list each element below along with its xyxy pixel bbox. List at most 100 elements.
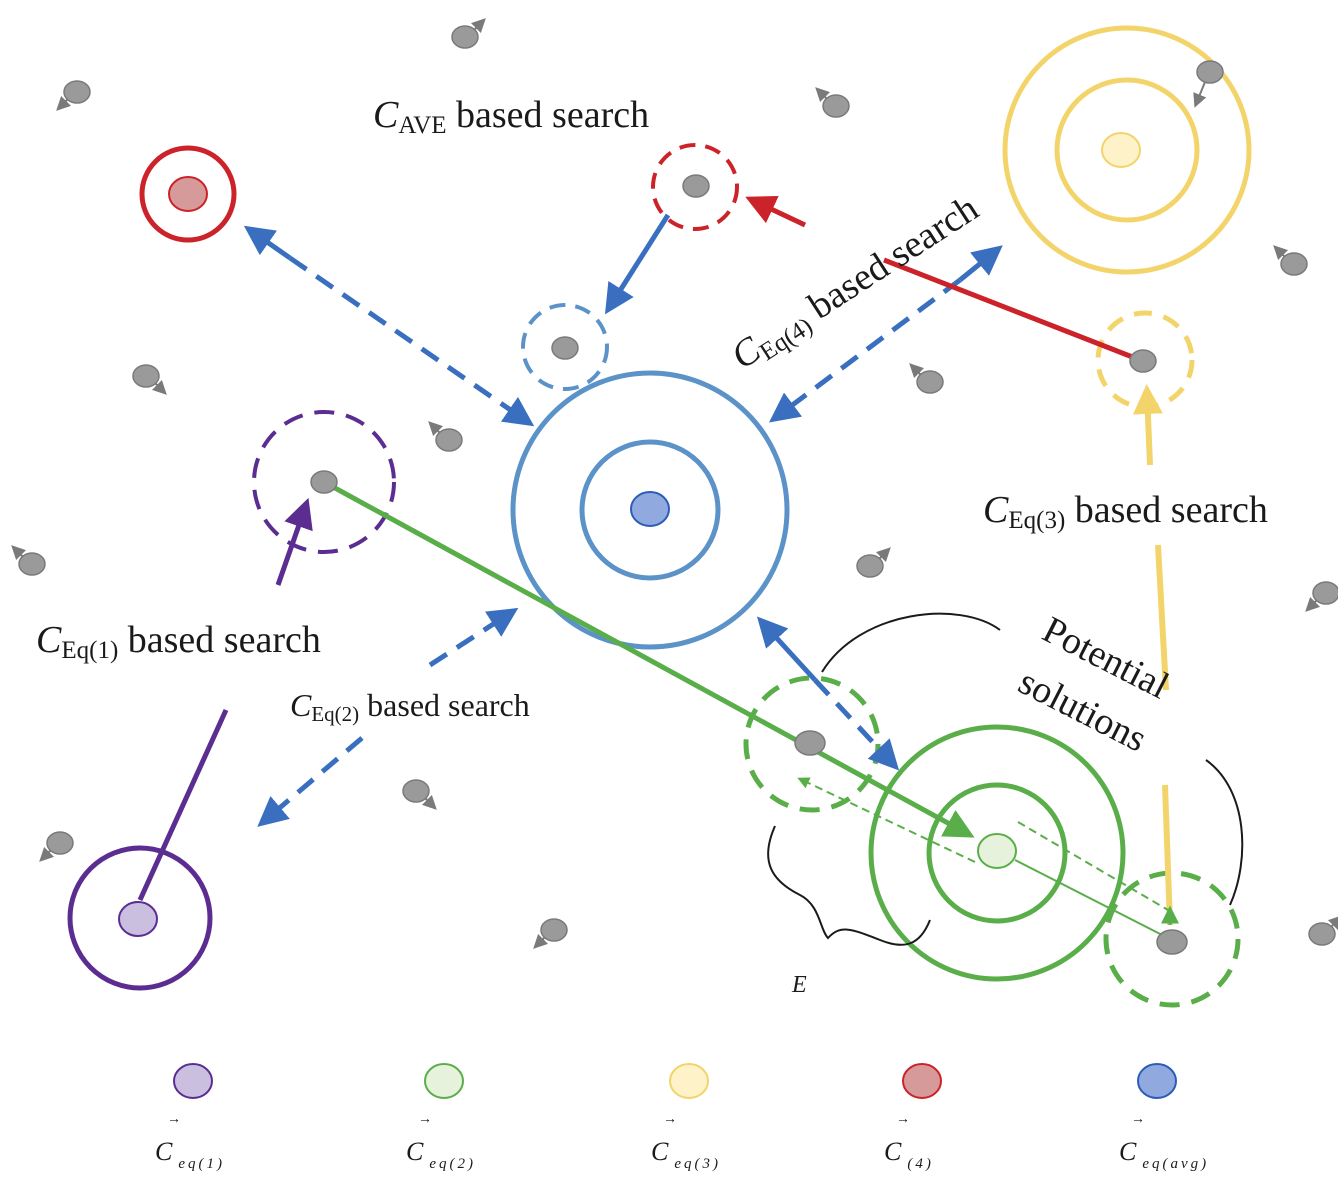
arrow-ceq1-search xyxy=(275,497,313,586)
particle-dot xyxy=(916,370,944,394)
legend-swatch xyxy=(424,1063,464,1099)
e-brace xyxy=(767,825,931,946)
ceq1-candidate xyxy=(67,708,229,991)
legend-vector-arrow: → xyxy=(1131,1112,1145,1127)
ceq2-center xyxy=(977,833,1017,869)
top-arc xyxy=(821,612,1001,673)
particle-dot xyxy=(18,552,46,576)
particle xyxy=(909,363,944,394)
cavg-inner-ring xyxy=(579,439,721,581)
yellow-line-bottom xyxy=(1162,784,1173,926)
legend-item: → C(4) xyxy=(884,1063,942,1172)
particle-dot xyxy=(1280,252,1308,276)
blue-search-circle xyxy=(521,303,609,391)
particle xyxy=(1305,581,1338,612)
arrow-to-ceq1-region xyxy=(257,736,364,827)
particle xyxy=(815,87,850,118)
arrow-ceq3-search xyxy=(1132,384,1163,466)
arrow-cavg-to-ceq3 xyxy=(958,245,1003,282)
red-line-ceq4 xyxy=(883,257,1136,361)
potential-solutions-bracket xyxy=(767,612,1244,946)
particle xyxy=(533,918,568,949)
right-arc xyxy=(1205,759,1244,906)
cavg-outer-ring xyxy=(510,370,790,650)
particle xyxy=(11,545,46,576)
green-dashed-upper xyxy=(1017,821,1169,911)
particle-dot xyxy=(1308,922,1336,946)
ceq2-search-label: CEq(2) based search xyxy=(290,687,530,726)
search-regions xyxy=(252,143,1241,1008)
search-arrows xyxy=(243,196,1179,941)
legend-vector-arrow: → xyxy=(167,1112,181,1127)
legend-swatch xyxy=(669,1063,709,1099)
ceq2-candidate xyxy=(868,724,1126,982)
purple-search-circle xyxy=(252,410,396,554)
green-dashed-lower xyxy=(797,777,976,863)
ceq3-candidate xyxy=(1002,25,1252,275)
particle xyxy=(132,364,167,395)
ceq3-search-label: CEq(3) based search xyxy=(983,489,1268,534)
particle-dot xyxy=(1312,581,1338,605)
c4-candidate xyxy=(139,145,237,243)
ceq1-ring xyxy=(67,845,213,991)
particle xyxy=(428,421,463,452)
particle-dot xyxy=(540,918,568,942)
red-search-circle xyxy=(651,143,739,231)
yellow-focus-particle xyxy=(1129,349,1157,373)
ceq2-outer-ring xyxy=(868,724,1126,982)
legend-vector-arrow: → xyxy=(896,1112,910,1127)
arrow-cavg-to-c4 xyxy=(243,225,292,261)
ceq1-connector-line xyxy=(137,708,229,902)
yellow-line-lower xyxy=(1155,544,1169,691)
particle-dot xyxy=(435,428,463,452)
green-thin-line xyxy=(1014,859,1173,941)
legend-swatch xyxy=(902,1063,942,1099)
cave-search-label: CAVE based search xyxy=(373,94,649,139)
ceq1-center xyxy=(118,901,158,937)
particle xyxy=(1308,915,1338,946)
particle xyxy=(856,547,891,578)
particle-dot xyxy=(402,779,430,803)
particle-dot xyxy=(822,94,850,118)
ceq3-outer-ring xyxy=(1002,25,1252,275)
c4-ring xyxy=(139,145,237,243)
arrow-to-cavg-left xyxy=(428,607,519,668)
blue-focus-particle xyxy=(551,336,579,360)
particle xyxy=(451,18,486,49)
focus-particles xyxy=(310,60,1224,955)
legend-vector-arrow: → xyxy=(418,1112,432,1127)
particle-dot xyxy=(451,25,479,49)
particle-dot xyxy=(46,831,74,855)
legend-vector-arrow: → xyxy=(663,1112,677,1127)
ceq3-center xyxy=(1101,132,1141,168)
particle xyxy=(56,80,91,111)
background-particles xyxy=(11,18,1338,949)
yellow-orbit-arrow xyxy=(1193,81,1207,108)
ceq1-search-label: CEq(1) based search xyxy=(36,619,321,664)
cavg-candidate xyxy=(510,370,790,650)
legend-swatch xyxy=(173,1063,213,1099)
yellow-orbit-particle xyxy=(1196,60,1224,84)
arrow-ceq4-search xyxy=(745,196,807,228)
green-focus-particle-right xyxy=(1156,929,1188,955)
arrow-cave-search xyxy=(604,213,671,315)
particle-dot xyxy=(856,554,884,578)
legend-label: C(4) xyxy=(884,1137,934,1172)
particle xyxy=(402,779,437,810)
particle-dot xyxy=(63,80,91,104)
arrow-cavg-to-ceq2 xyxy=(813,678,900,771)
particle-dot xyxy=(132,364,160,388)
cavg-center xyxy=(630,491,670,527)
arrow-ceq2-main xyxy=(322,479,975,838)
particle xyxy=(1273,245,1308,276)
